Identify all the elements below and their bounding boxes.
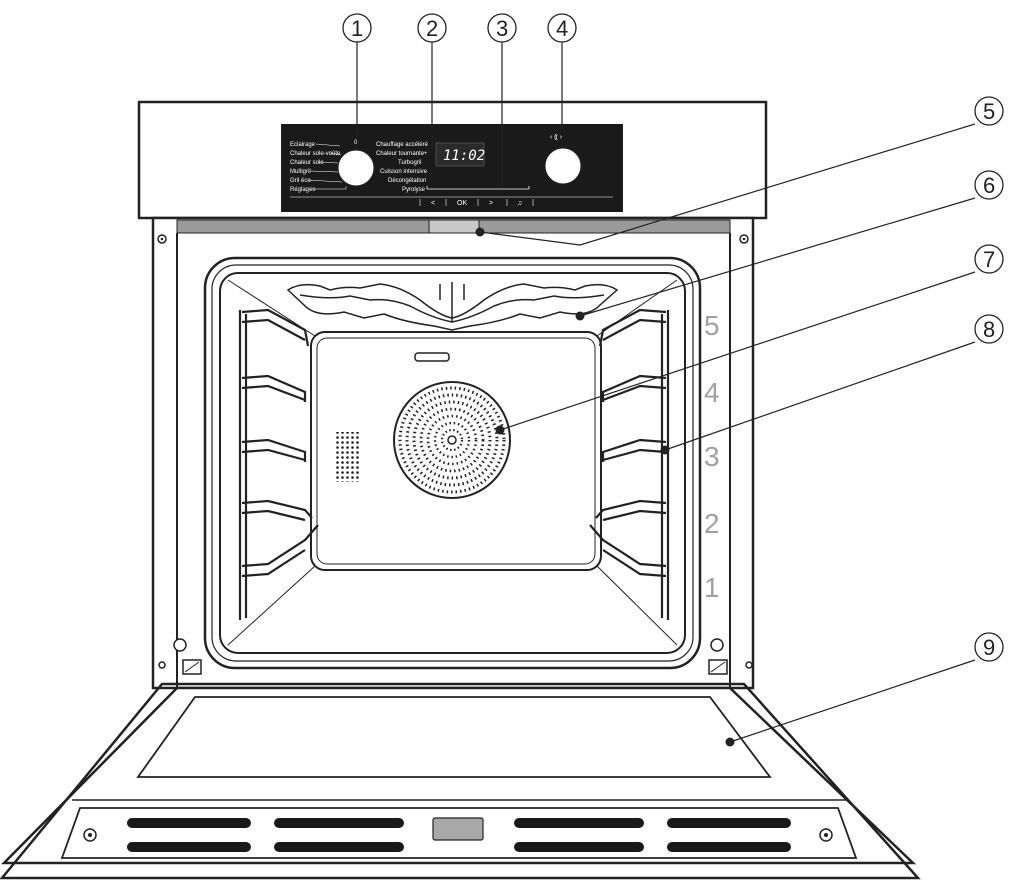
shelf-level-1: 1	[704, 572, 720, 603]
oven-cavity	[203, 256, 702, 670]
dial-label: Turbogril	[398, 160, 421, 166]
dial-zero-label: 0	[354, 140, 358, 146]
callout-6-number: 6	[983, 173, 995, 198]
button-ok[interactable]: OK	[457, 200, 467, 207]
callout-1: 1	[342, 13, 372, 43]
dial-label: Réglages	[290, 187, 315, 193]
dial-label: Décongélation	[388, 178, 426, 184]
cavity-perspective	[227, 279, 678, 646]
dial-labels-left: Eclairage Chaleur sole-voûte Chaleur sol…	[290, 142, 341, 193]
callout-6: 6	[974, 170, 1004, 200]
dial-label: Chaleur tournante+	[376, 151, 428, 157]
callout-8-number: 8	[983, 317, 995, 342]
oven-door	[0, 682, 921, 880]
oven-light	[428, 219, 480, 234]
shelf-level-5: 5	[704, 310, 720, 341]
temperature-knob-label: ‹ ⸨ ›	[550, 134, 563, 141]
callout-5-number: 5	[983, 99, 995, 124]
door-glass	[136, 696, 772, 778]
dial-label: Chaleur sole-voûte	[290, 151, 341, 157]
function-selector-dial[interactable]	[337, 149, 375, 187]
button-right[interactable]: >	[489, 200, 493, 207]
callout-4: 4	[547, 13, 577, 43]
callout-5: 5	[974, 96, 1004, 126]
dial-label-leaders-left	[307, 143, 347, 190]
dial-label: Multigril	[290, 169, 311, 175]
door-vents	[127, 818, 791, 852]
callout-3: 3	[487, 13, 517, 43]
door-handle-plate	[432, 817, 484, 841]
callout-1-number: 1	[351, 16, 363, 41]
control-panel: 0 Eclairage Chaleur sole-voûte Chaleur s…	[137, 100, 768, 220]
shelf-level-4: 4	[704, 377, 720, 408]
right-shelf-runners	[589, 308, 670, 620]
dial-label: Pyrolyse	[402, 187, 426, 193]
fan-cover	[393, 381, 511, 499]
callout-2-number: 2	[426, 16, 438, 41]
dial-label: Chauffage accéléré	[376, 142, 429, 148]
callout-2: 2	[417, 13, 447, 43]
left-shelf-runners	[238, 308, 319, 620]
button-timer[interactable]: ♫	[517, 200, 522, 207]
callout-3-number: 3	[496, 16, 508, 41]
callout-4-number: 4	[556, 16, 568, 41]
callout-anchor-dots	[475, 227, 735, 747]
grill-element	[286, 282, 619, 331]
callout-7: 7	[974, 244, 1004, 274]
dial-label: Gril éco	[290, 178, 311, 184]
clock-display	[435, 142, 485, 167]
dial-label: Eclairage	[290, 142, 316, 148]
callouts: 1 2 3 4 5 6 7 8	[342, 13, 1004, 662]
vent-holes	[335, 432, 361, 482]
sensor-buttons: < OK > ♫	[290, 186, 613, 207]
temperature-knob[interactable]	[544, 147, 582, 185]
callout-9-number: 9	[983, 635, 995, 660]
dial-label: Cuisson intensive	[380, 169, 428, 175]
clock-display-time: 11:02	[443, 148, 485, 164]
callout-7-number: 7	[983, 247, 995, 272]
shelf-level-3: 3	[704, 441, 720, 472]
dial-label: Chaleur sole	[290, 160, 324, 166]
callout-8: 8	[974, 314, 1004, 344]
callout-leaders	[356, 42, 976, 743]
shelf-level-2: 2	[704, 508, 720, 539]
shelf-level-numbers: 5 4 3 2 1	[704, 310, 720, 603]
dial-labels-right: Chauffage accéléré Chaleur tournante+ Tu…	[376, 142, 429, 193]
button-left[interactable]: <	[431, 200, 435, 207]
callout-9: 9	[974, 632, 1004, 662]
